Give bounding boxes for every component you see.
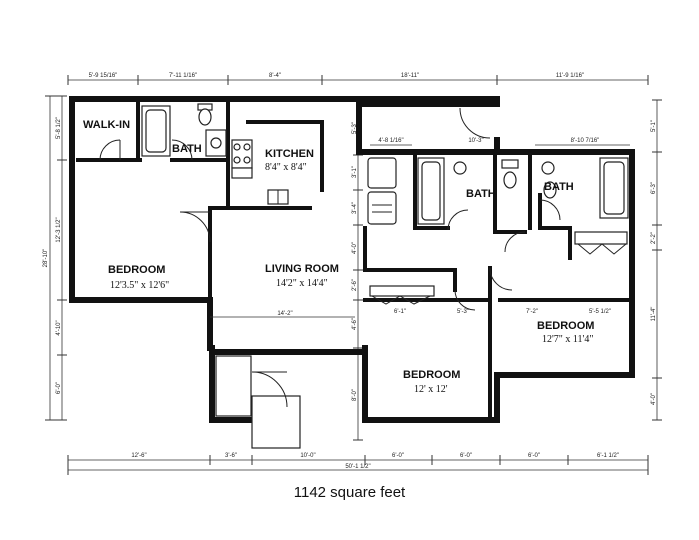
bedroom-right-label: BEDROOM xyxy=(537,320,594,332)
dim-hall: 10'-3" xyxy=(468,138,483,144)
dim-center-5: 2'-6" xyxy=(352,279,358,291)
dim-top-3: 8'-4" xyxy=(269,73,281,79)
room-labels: WALK-IN BATH KITCHEN 8'4" x 8'4" BEDROOM… xyxy=(83,119,594,395)
washer-icon xyxy=(367,157,397,189)
closet-bottom-icon xyxy=(369,285,435,297)
exterior-walls xyxy=(69,96,635,423)
dim-bottom-2: 3'-6" xyxy=(225,453,237,459)
bedroom-left-label: BEDROOM xyxy=(108,264,165,276)
bedroom-right-size: 12'7" x 11'4" xyxy=(542,334,593,345)
closet-right-icon xyxy=(574,231,628,245)
dim-right-3: 2'-2" xyxy=(651,232,657,244)
dim-center-4: 4'-0" xyxy=(352,242,358,254)
dim-top-1: 5'-9 15/16" xyxy=(89,73,118,79)
sink-icon xyxy=(453,161,467,175)
interior-dimensions: 4'-8 1/16" 10'-3" 8'-10 7/16" 14'-2" 6'-… xyxy=(210,138,630,318)
dim-left-1: 5'-8 1/2" xyxy=(56,117,62,139)
door-bath-mid-2 xyxy=(504,231,526,253)
dim-left-4: 6'-0" xyxy=(56,382,62,394)
interior-walls xyxy=(76,102,634,422)
dim-closet-d: 5'-5 1/2" xyxy=(589,309,611,315)
left-dimension-line: 28'-10" 5'-8 1/2" 12'-3 1/2" 4'-10" 6'-0… xyxy=(43,95,67,421)
door-bedroom-bottom xyxy=(454,289,476,311)
door-bath-mid xyxy=(447,209,469,231)
dim-top-2: 7'-11 1/16" xyxy=(169,73,197,79)
bath-left-label: BATH xyxy=(172,143,202,155)
counter-icon xyxy=(231,167,253,179)
toilet-icon xyxy=(503,171,517,189)
dim-bottom-7: 6'-1 1/2" xyxy=(597,453,619,459)
dim-left-total: 28'-10" xyxy=(43,249,49,268)
sink-icon xyxy=(541,161,555,175)
living-room-label: LIVING ROOM xyxy=(265,263,339,275)
entry-closet-icon xyxy=(215,355,252,417)
dim-closet-a: 6'-1" xyxy=(394,309,406,315)
door-bedroom-right xyxy=(489,267,513,291)
dim-center-2: 3'-1" xyxy=(352,166,358,178)
top-dimension-line: 5'-9 15/16" 7'-11 1/16" 8'-4" 18'-11" 11… xyxy=(67,73,649,85)
dim-left-3: 4'-10" xyxy=(56,320,62,335)
door-bedroom-left xyxy=(179,211,211,243)
living-room-size: 14'2" x 14'4" xyxy=(276,278,328,289)
door-hall xyxy=(459,107,491,139)
dim-bath-right-width: 8'-10 7/16" xyxy=(571,138,600,144)
dim-right-5: 4'-0" xyxy=(651,393,657,405)
dim-center-1: 5'-3" xyxy=(352,122,358,134)
dim-top-4: 18'-11" xyxy=(401,73,419,79)
entry-landing-icon xyxy=(251,395,301,449)
dim-bath-mid-width: 4'-8 1/16" xyxy=(378,138,403,144)
dim-center-6: 4'-6" xyxy=(352,318,358,330)
kitchen-label: KITCHEN xyxy=(265,148,314,160)
dim-closet-c: 7'-2" xyxy=(526,309,538,315)
dim-right-2: 6'-3" xyxy=(651,182,657,194)
sink-icon xyxy=(210,137,222,149)
bedroom-bottom-label: BEDROOM xyxy=(403,369,460,381)
dim-bottom-3: 10'-0" xyxy=(300,453,315,459)
dim-top-5: 11'-9 1/16" xyxy=(556,73,584,79)
dim-bottom-total: 50'-1 1/2" xyxy=(345,464,370,470)
door-entry xyxy=(251,371,288,408)
square-footage-caption: 1142 square feet xyxy=(293,484,406,501)
dim-left-2: 12'-3 1/2" xyxy=(56,217,62,242)
dim-bottom-1: 12'-6" xyxy=(131,453,146,459)
dim-bottom-6: 6'-0" xyxy=(528,453,540,459)
dim-right-4: 11'-4" xyxy=(651,307,657,322)
dryer-icon xyxy=(367,191,397,225)
fixtures xyxy=(141,103,629,449)
bedroom-left-size: 12'3.5" x 12'6" xyxy=(110,280,169,291)
door-walkin xyxy=(99,139,121,161)
bedroom-bottom-size: 12' x 12' xyxy=(414,384,448,395)
door-bath-left xyxy=(171,139,193,161)
dim-right-1: 5'-1" xyxy=(651,120,657,132)
dim-closet-b: 5'-3" xyxy=(457,309,469,315)
right-dimension-line: 5'-1" 6'-3" 2'-2" 11'-4" 4'-0" xyxy=(651,99,662,421)
dim-living-width: 14'-2" xyxy=(277,311,292,317)
toilet-icon xyxy=(543,181,557,199)
dim-center-7: 8'-0" xyxy=(352,389,358,401)
bottom-dimension-line: 12'-6" 3'-6" 10'-0" 6'-0" 6'-0" 6'-0" 6'… xyxy=(67,453,649,475)
bath-mid-label: BATH xyxy=(466,188,496,200)
dim-bottom-5: 6'-0" xyxy=(460,453,472,459)
center-dimension-line: 5'-3" 3'-1" 3'-4" 4'-0" 2'-6" 4'-6" 8'-0… xyxy=(352,99,363,441)
bath-right-label: BATH xyxy=(544,181,574,193)
doors xyxy=(99,107,561,408)
walkin-label: WALK-IN xyxy=(83,119,130,131)
bathtub-basin-icon xyxy=(145,109,167,153)
dim-center-3: 3'-4" xyxy=(352,202,358,214)
kitchen-size: 8'4" x 8'4" xyxy=(265,162,307,173)
door-bath-right xyxy=(539,199,561,221)
dim-bottom-4: 6'-0" xyxy=(392,453,404,459)
toilet-icon xyxy=(198,108,212,126)
